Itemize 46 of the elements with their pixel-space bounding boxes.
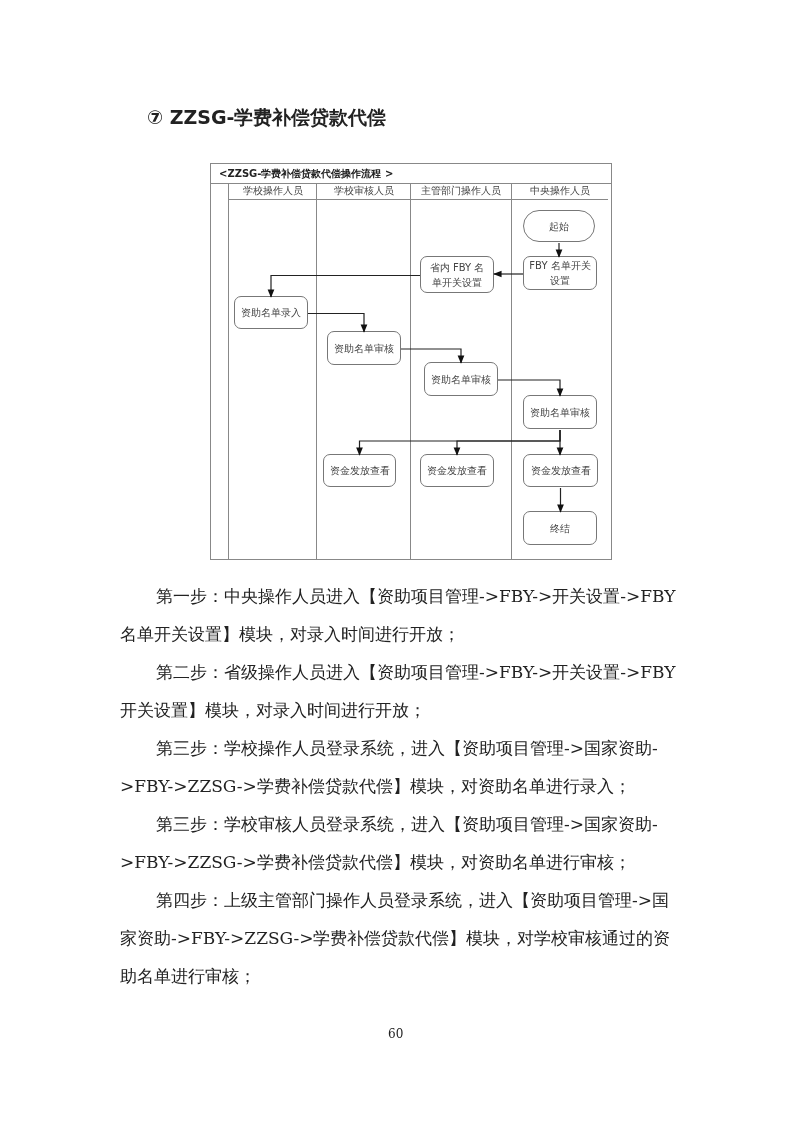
process-box [424, 362, 498, 396]
step-paragraph: 第三步：学校操作人员登录系统，进入【资助项目管理->国家资助->FBY->ZZSG->学费补偿贷款代偿】模块，对资助名单进行录入； [120, 737, 659, 798]
swimlane [511, 183, 608, 560]
process-box [323, 454, 396, 487]
box-label: 资助名单审核 [530, 405, 590, 420]
box-label: 起始 [549, 219, 569, 234]
arrow [557, 487, 564, 513]
process-box [420, 256, 494, 293]
box-label: 资金发放查看 [530, 464, 591, 478]
section-heading: ⑦ ZZSG-学费补偿贷款代偿 [147, 105, 387, 130]
arrow [497, 379, 564, 397]
process-box [420, 454, 494, 487]
swimlane [410, 183, 511, 560]
step-paragraph: 第四步：上级主管部门操作人员登录系统，进入【资助项目管理->国家资助->FBY->ZZSG->学费补偿贷款代偿】模块，对学校审核通过的资助名单进行审核； [120, 889, 672, 988]
page-number: 60 [388, 1027, 404, 1041]
start-terminal [523, 210, 595, 242]
lane-header: 学校操作人员 [229, 183, 316, 200]
box-label: 资助名单录入 [241, 306, 301, 320]
step-paragraph: 第一步：中央操作人员进入【资助项目管理->FBY->开关设置->FBY 名单开关设置】模块，对录入时间进行开放； [120, 585, 677, 646]
swimlane [316, 183, 410, 560]
arrow [556, 429, 564, 456]
box-label: 资助名单审核 [431, 372, 491, 387]
arrow [400, 348, 465, 364]
box-label: 资助名单审核 [334, 341, 394, 356]
process-box [234, 296, 308, 329]
lane-header: 中央操作人员 [512, 183, 608, 200]
box-label: FBY 名单开关设置 [528, 259, 592, 288]
process-box [523, 511, 597, 545]
pool-title: <ZZSG-学费补偿贷款代偿操作流程 > [211, 164, 611, 184]
swimlane [228, 183, 316, 560]
arrow [267, 274, 421, 298]
box-label: 省内 FBY 名单开关设置 [428, 260, 486, 290]
box-label: 资金发放查看 [329, 464, 390, 478]
box-label: 资金发放查看 [427, 464, 487, 478]
swimlane-pool [210, 163, 612, 560]
lane-header: 学校审核人员 [317, 183, 410, 200]
process-box [523, 454, 598, 487]
box-label: 终结 [550, 521, 570, 536]
arrow [307, 312, 368, 333]
step-paragraph: 第三步：学校审核人员登录系统，进入【资助项目管理->国家资助->FBY->ZZSG->学费补偿贷款代偿】模块，对资助名单进行审核； [120, 813, 659, 874]
process-box [327, 331, 401, 365]
lane-header: 主管部门操作人员 [411, 183, 511, 200]
arrow [555, 242, 563, 258]
process-box [523, 395, 597, 429]
arrow [493, 270, 524, 278]
step-paragraph: 第二步：省级操作人员进入【资助项目管理->FBY->开关设置->FBY 开关设置】模块，对录入时间进行开放； [120, 661, 677, 722]
